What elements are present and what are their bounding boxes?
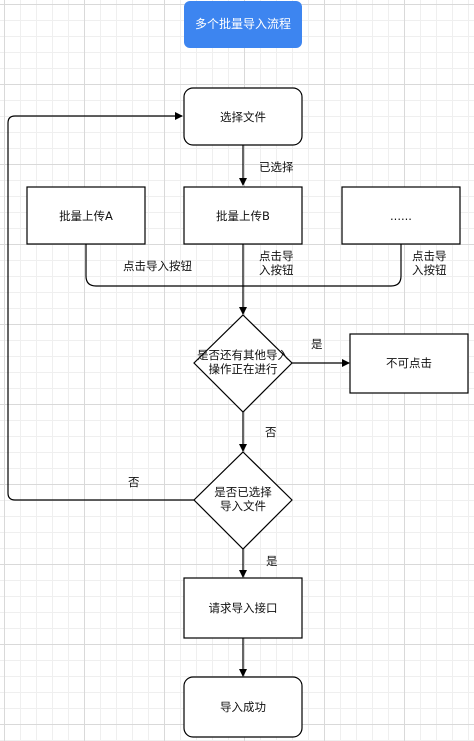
edge-no-selected-loop xyxy=(7,112,194,501)
not-clickable-node[interactable]: 不可点击 xyxy=(349,333,469,394)
edge-yes-other-label: 是 xyxy=(311,337,323,351)
select-file-label: 选择文件 xyxy=(220,110,266,124)
batch-upload-more-label: ...... xyxy=(390,209,412,223)
batch-upload-b-node[interactable]: 批量上传B xyxy=(183,186,303,245)
request-api-label: 请求导入接口 xyxy=(209,601,278,615)
batch-upload-b-label: 批量上传B xyxy=(216,209,270,223)
edge-click-a-label: 点击导入按钮 xyxy=(123,259,192,273)
batch-upload-a-node[interactable]: 批量上传A xyxy=(26,186,146,245)
edge-from-more xyxy=(243,244,402,287)
edge-click-b-label-2: 入按钮 xyxy=(259,263,294,277)
edge-no-other-label: 否 xyxy=(265,425,277,439)
check-selected-label-2: 导入文件 xyxy=(220,499,266,513)
check-other-label-1: 是否还有其他导入 xyxy=(197,348,289,362)
request-api-node[interactable]: 请求导入接口 xyxy=(183,577,303,639)
edge-from-a xyxy=(85,244,243,287)
check-file-selected-decision[interactable]: 是否已选择 导入文件 xyxy=(193,451,293,550)
edge-click-more-label-1: 点击导 xyxy=(412,249,447,263)
title-label: 多个批量导入流程 xyxy=(195,16,291,31)
edge-yes-selected-label: 是 xyxy=(266,554,278,568)
batch-upload-more-node[interactable]: ...... xyxy=(341,186,461,245)
check-other-import-decision[interactable]: 是否还有其他导入 操作正在进行 xyxy=(193,314,293,413)
check-other-label-2: 操作正在进行 xyxy=(209,362,278,376)
not-clickable-label: 不可点击 xyxy=(386,356,432,370)
title-node-bg xyxy=(184,1,302,48)
import-success-label: 导入成功 xyxy=(220,700,266,714)
check-selected-label-1: 是否已选择 xyxy=(214,485,272,499)
batch-upload-a-label: 批量上传A xyxy=(59,209,113,223)
import-success-node[interactable]: 导入成功 xyxy=(183,676,303,738)
title-node[interactable]: 多个批量导入流程 xyxy=(184,1,302,48)
edge-click-b-label-1: 点击导 xyxy=(259,249,294,263)
edge-click-more-label-2: 入按钮 xyxy=(412,263,447,277)
select-file-node[interactable]: 选择文件 xyxy=(183,87,303,146)
edge-no-selected-label: 否 xyxy=(128,475,140,489)
edge-selected-label: 已选择 xyxy=(259,160,294,174)
